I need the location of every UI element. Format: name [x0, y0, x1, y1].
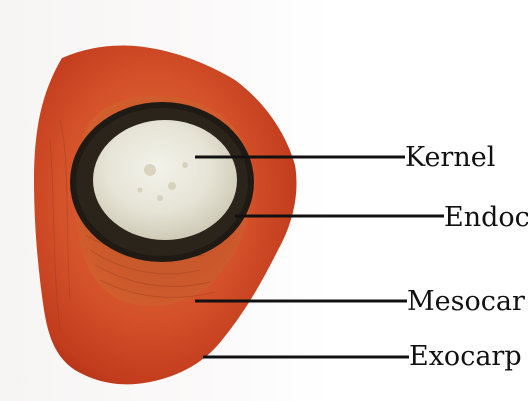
endocarp-label: Endoc [444, 204, 528, 231]
kernel-region [93, 120, 237, 240]
mesocarp-label: Mesocar [407, 288, 525, 315]
exocarp-label: Exocarp [409, 343, 522, 370]
kernel-label: Kernel [405, 144, 495, 171]
